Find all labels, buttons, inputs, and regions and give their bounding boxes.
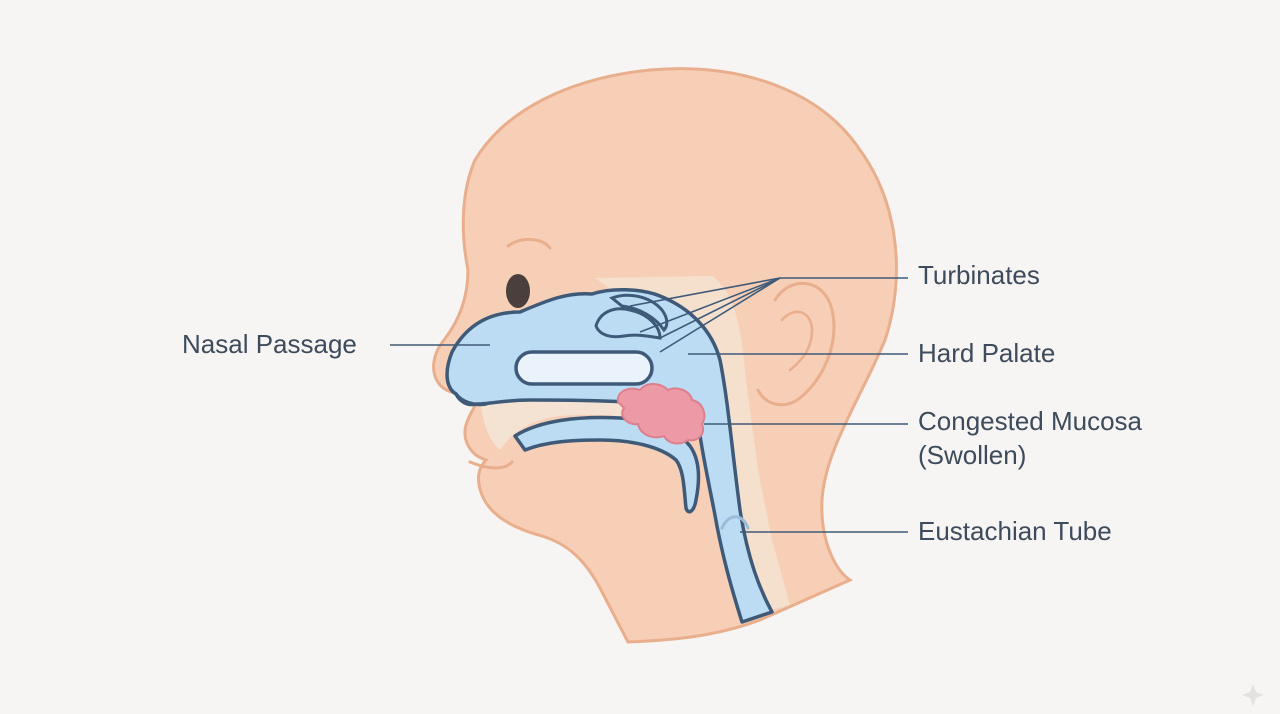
congested-mucosa	[616, 383, 706, 445]
label-congested-mucosa-line2: (Swollen)	[918, 440, 1027, 470]
ear-inner	[780, 310, 814, 372]
label-eustachian-tube: Eustachian Tube	[918, 516, 1112, 546]
label-turbinates: Turbinates	[918, 260, 1040, 290]
leader-turbinates-3	[659, 277, 781, 339]
leader-lines	[390, 277, 908, 533]
leader-turbinates-4	[659, 277, 781, 353]
eustachian-tube-opening	[720, 515, 750, 530]
nostril	[454, 392, 488, 407]
eye	[506, 274, 530, 308]
sparkle-icon	[1242, 684, 1264, 706]
leader-turbinates-1	[629, 277, 781, 307]
label-congested-mucosa: Congested Mucosa (Swollen)	[918, 404, 1142, 472]
oropharynx	[513, 415, 701, 514]
superior-turbinate	[609, 293, 669, 333]
ear	[756, 282, 836, 407]
label-hard-palate: Hard Palate	[918, 338, 1056, 368]
lips	[468, 460, 514, 470]
eyebrow	[506, 238, 552, 250]
inferior-turbinate	[514, 350, 654, 386]
label-nasal-passage: Nasal Passage	[182, 329, 357, 359]
leader-turbinates-2	[639, 277, 781, 333]
label-congested-mucosa-line1: Congested Mucosa	[918, 406, 1143, 436]
